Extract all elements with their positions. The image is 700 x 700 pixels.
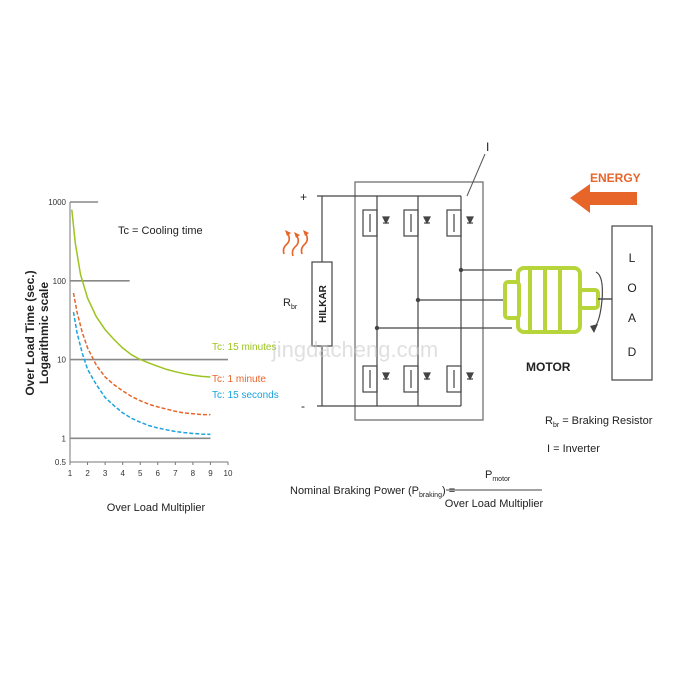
rotation-arrowhead-icon (590, 324, 598, 333)
formula-denominator: Over Load Multiplier (445, 498, 544, 510)
energy-arrow-icon (570, 184, 637, 213)
y-tick-labels: 1000 100 10 1 0.5 (48, 198, 66, 467)
plus-terminal-label: + (300, 190, 307, 204)
load-letter: O (627, 281, 636, 295)
igbt-switch (403, 209, 431, 237)
circuit-diagram: I (282, 140, 653, 510)
load-letter: A (628, 311, 636, 325)
x-tick-label: 10 (224, 469, 233, 478)
igbt-switch (362, 209, 390, 237)
igbt-switch (446, 209, 474, 237)
rbr-label: Rbr (283, 297, 298, 311)
inverter-pointer (466, 153, 486, 197)
junction-dot (458, 267, 464, 273)
series-label-15-minutes: Tc: 15 minutes (212, 342, 276, 353)
x-tick-label: 9 (208, 469, 213, 478)
igbt-switch (362, 365, 390, 393)
x-tick-label: 1 (68, 469, 73, 478)
igbt-switch (446, 365, 474, 393)
rotation-arrow-icon (593, 271, 603, 329)
junction-dot (415, 297, 421, 303)
junction-dot (374, 325, 380, 331)
load-letter: L (629, 251, 636, 265)
series-curve-2 (72, 311, 211, 436)
x-tick-labels: 1 2 3 4 5 6 7 8 9 10 (68, 462, 233, 478)
y-tick-label: 1 (62, 434, 67, 443)
series-curves (71, 209, 211, 436)
igbt-switch (403, 365, 431, 393)
load-letter: D (628, 345, 637, 359)
energy-label: ENERGY (590, 171, 641, 185)
series-curve-0 (71, 209, 211, 378)
series-label-1-minute: Tc: 1 minute (212, 374, 266, 385)
braking-resistor (311, 261, 333, 347)
y-tick-label: 1000 (48, 198, 66, 207)
series-label-15-seconds: Tc: 15 seconds (212, 390, 279, 401)
inverter-label: I (486, 140, 489, 154)
inverter-box (354, 181, 484, 421)
y-axis-sublabel: Logarithmic scale (37, 282, 51, 384)
minus-terminal-label: - (301, 399, 305, 413)
series-curve-1 (72, 292, 211, 416)
formula-numerator: Pmotor (485, 469, 511, 483)
cooling-time-note: Tc = Cooling time (118, 225, 203, 237)
x-tick-label: 5 (138, 469, 143, 478)
x-tick-label: 3 (103, 469, 108, 478)
motor-label: MOTOR (526, 360, 571, 374)
legend-rbr: Rbr= Braking Resistor (545, 415, 653, 429)
motor-icon (503, 266, 600, 334)
x-tick-label: 4 (120, 469, 125, 478)
x-tick-label: 7 (173, 469, 178, 478)
heat-dissipation-icon (282, 230, 309, 257)
y-tick-label: 0.5 (55, 458, 67, 467)
y-tick-label: 100 (53, 277, 67, 286)
x-axis-label: Over Load Multiplier (107, 502, 206, 514)
x-tick-label: 8 (191, 469, 196, 478)
legend-inverter: I = Inverter (547, 443, 600, 455)
x-tick-label: 6 (156, 469, 161, 478)
x-tick-label: 2 (85, 469, 90, 478)
load-box (611, 225, 653, 381)
y-tick-label: 10 (57, 356, 66, 365)
watermark: jingdacheng.com (271, 337, 438, 362)
resistor-brand-label: HILKAR (318, 284, 329, 323)
y-axis-label: Over Load Time (sec.) (23, 270, 37, 395)
overload-chart: Over Load Time (sec.) Logarithmic scale … (23, 198, 279, 514)
reference-lines (70, 201, 228, 440)
formula-lhs: Nominal Braking Power (Pbraking) = (290, 485, 455, 499)
